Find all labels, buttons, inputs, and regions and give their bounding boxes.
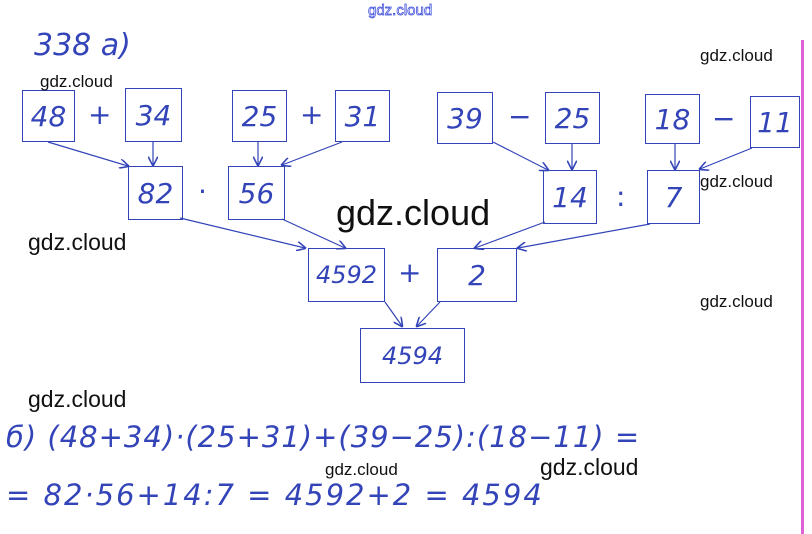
arrow: [47, 141, 128, 166]
notebook-margin-line: [801, 40, 804, 534]
intermediate-box: 7: [647, 170, 700, 224]
intermediate-box: 56: [228, 166, 285, 220]
operator: +: [300, 98, 324, 131]
arrow: [281, 218, 345, 248]
intermediate-box: 4592: [308, 248, 385, 302]
watermark: gdz.cloud: [368, 2, 433, 20]
arrow: [518, 223, 651, 248]
watermark: gdz.cloud: [700, 172, 773, 191]
operator: +: [398, 256, 422, 289]
arrow: [417, 301, 441, 326]
watermark: gdz.cloud: [325, 460, 398, 479]
operator: ·: [198, 175, 207, 208]
expression-line-1: б) (48+34)·(25+31)+(39−25):(18−11) =: [6, 420, 641, 454]
watermark: gdz.cloud: [540, 454, 639, 480]
operand-box: 11: [750, 96, 800, 148]
operand-box: 25: [232, 90, 287, 142]
arrow: [384, 301, 402, 326]
watermark: gdz.cloud: [700, 46, 773, 65]
operand-box: 18: [645, 94, 700, 144]
operator: −: [712, 102, 736, 135]
arrow: [179, 217, 305, 248]
watermark: gdz.cloud: [28, 386, 127, 412]
operand-box: 39: [437, 92, 493, 144]
operator: :: [616, 180, 626, 213]
expression-line-2: = 82·56+14:7 = 4592+2 = 4594: [6, 478, 544, 512]
operator: −: [508, 100, 532, 133]
operator: +: [88, 98, 112, 131]
result-box: 4594: [360, 328, 465, 383]
arrow: [475, 221, 546, 248]
arrow: [700, 147, 753, 169]
intermediate-box: 82: [128, 166, 183, 220]
watermark: gdz.cloud: [40, 72, 113, 91]
watermark: gdz.cloud: [28, 229, 127, 255]
watermark: gdz.cloud: [336, 192, 491, 233]
intermediate-box: 14: [543, 170, 597, 224]
problem-number: 338 а): [34, 28, 131, 63]
operand-box: 31: [335, 90, 390, 142]
watermark: gdz.cloud: [700, 292, 773, 311]
arrow: [282, 141, 343, 165]
operand-box: 34: [125, 88, 182, 142]
operand-box: 48: [22, 90, 75, 142]
operand-box: 25: [545, 92, 600, 144]
arrow: [492, 141, 548, 170]
